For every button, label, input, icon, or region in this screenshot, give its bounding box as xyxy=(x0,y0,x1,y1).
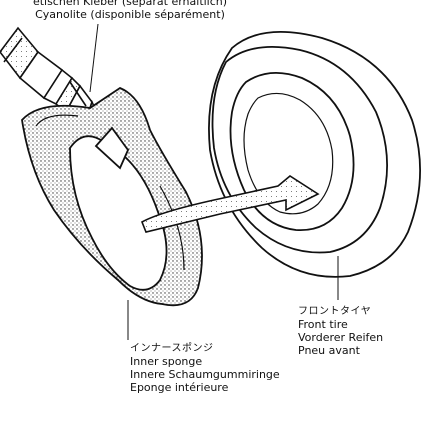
inner-sponge-label-jp: インナースポンジ xyxy=(130,342,280,355)
front-tire-label-fr: Pneu avant xyxy=(298,344,383,357)
front-tire-illustration xyxy=(209,32,420,277)
adhesive-caption: etischen Kleber (separat erhaltlich) Cya… xyxy=(0,0,260,21)
inner-sponge-label-de: Innere Schaumgummiringe xyxy=(130,368,280,381)
inner-sponge-label-fr: Eponge intérieure xyxy=(130,381,280,394)
adhesive-caption-de: etischen Kleber (separat erhaltlich) xyxy=(0,0,260,8)
inner-sponge-label-en: Inner sponge xyxy=(130,355,280,368)
front-tire-label-en: Front tire xyxy=(298,318,383,331)
front-tire-label-de: Vorderer Reifen xyxy=(298,331,383,344)
inner-sponge-illustration xyxy=(22,88,202,305)
inner-sponge-label: インナースポンジ Inner sponge Innere Schaumgummi… xyxy=(130,342,280,394)
front-tire-label: フロントタイヤ Front tire Vorderer Reifen Pneu … xyxy=(298,305,383,357)
adhesive-caption-fr: Cyanolite (disponible séparément) xyxy=(0,8,260,21)
front-tire-label-jp: フロントタイヤ xyxy=(298,305,383,318)
